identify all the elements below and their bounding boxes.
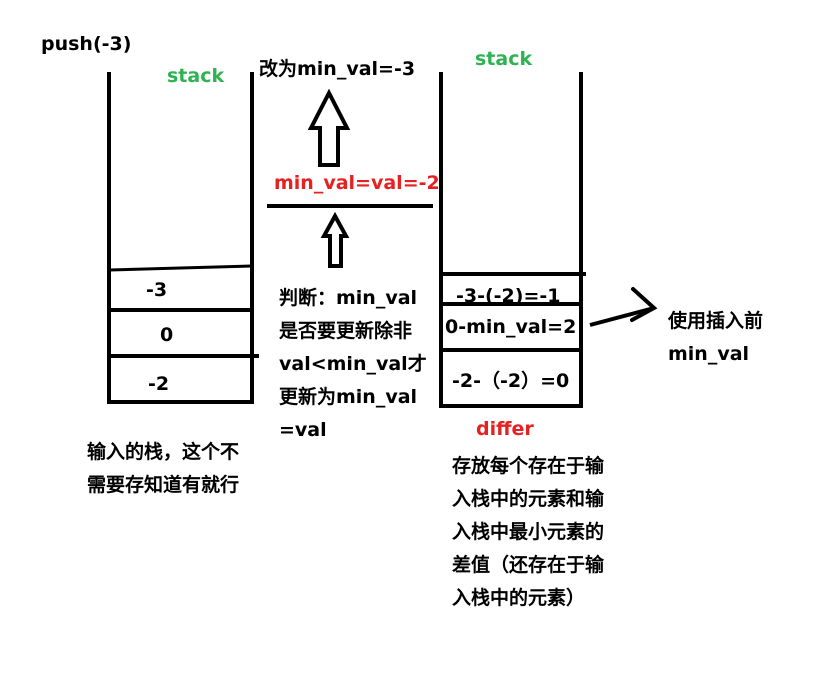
side-note: 使用插入前 min_val: [668, 305, 763, 371]
current-min-text: min_val=val=-2: [274, 172, 440, 194]
min-update-note-line-1: 判断：min_val: [279, 287, 418, 309]
differ-caption-line-1: 存放每个存在于输: [452, 455, 605, 477]
update-min-text: 改为min_val=-3: [259, 58, 416, 80]
left-stack-cell-1: -3: [146, 279, 168, 301]
side-note-line-1: 使用插入前: [668, 310, 764, 332]
left-stack-caption: 输入的栈，这个不 需要存知道有就行: [87, 436, 239, 502]
differ-caption-line-5: 入栈中的元素）: [452, 587, 586, 609]
pointer-arrow-head: [630, 287, 658, 322]
left-stack-caption-line-2: 需要存知道有就行: [87, 474, 240, 496]
left-stack-cell-3: -2: [148, 373, 170, 395]
pointer-arrow-shaft: [589, 306, 655, 327]
left-stack-caption-line-1: 输入的栈，这个不: [87, 441, 240, 463]
min-update-note-line-3: val<min_val才: [279, 353, 427, 375]
min-update-note-line-4: 更新为min_val: [279, 386, 418, 408]
right-stack-cell-2: 0-min_val=2: [445, 316, 577, 338]
min-update-note-line-2: 是否要更新除非: [279, 320, 413, 342]
left-stack-cell-2: 0: [160, 324, 174, 346]
up-arrow-small: [320, 211, 350, 268]
differ-caption-line-2: 入栈中的元素和输: [452, 488, 605, 510]
min-update-note-line-5: =val: [279, 419, 327, 441]
diagram-title: push(-3): [41, 33, 132, 55]
side-note-line-2: min_val: [668, 343, 750, 365]
up-arrow-large: [307, 88, 351, 167]
differ-caption-line-4: 差值（还存在于输: [452, 554, 605, 576]
differ-label: differ: [476, 418, 534, 440]
differ-caption-line-3: 入栈中最小元素的: [452, 521, 605, 543]
left-stack-label: stack: [167, 65, 225, 87]
left-stack-divider-1: [108, 264, 253, 272]
right-stack-cell-1: -3-(-2)=-1: [456, 285, 561, 307]
right-stack-label: stack: [475, 48, 533, 70]
min-update-note: 判断：min_val 是否要更新除非 val<min_val才 更新为min_v…: [279, 282, 427, 447]
right-stack-cell-3: -2-（-2）=0: [452, 370, 570, 392]
differ-caption: 存放每个存在于输 入栈中的元素和输 入栈中最小元素的 差值（还存在于输 入栈中的…: [452, 450, 604, 615]
